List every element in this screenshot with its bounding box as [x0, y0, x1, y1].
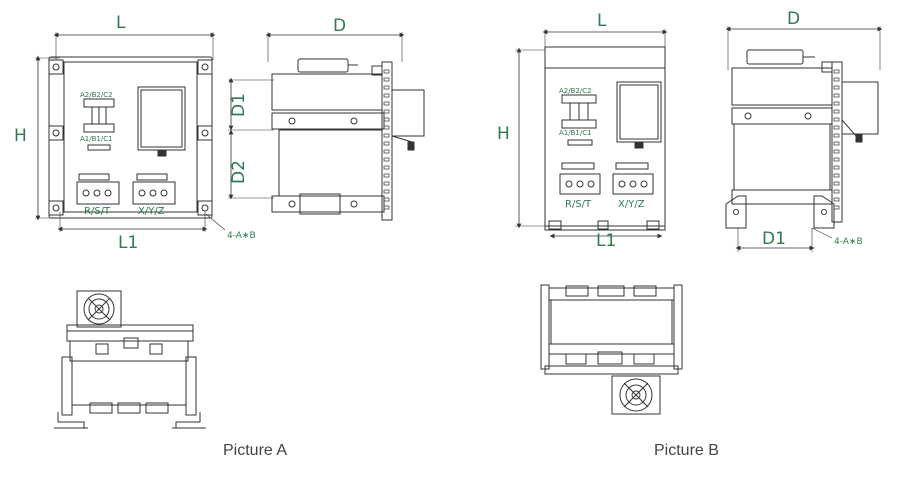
dim-d-label: D	[333, 16, 346, 36]
terminal-bottom-label: A1/B1/C1	[80, 135, 113, 143]
picture-a-side-labels: D D1 D2	[229, 16, 346, 184]
dim-h-label-b: H	[497, 124, 510, 144]
terminal-top-label-b: A2/B2/C2	[559, 87, 592, 95]
output-terminal-label-b: X/Y/Z	[618, 199, 645, 210]
picture-b-side-view	[725, 26, 883, 252]
dim-d1-label-b: D1	[762, 229, 786, 249]
picture-a-side-perforations	[383, 69, 390, 210]
picture-b-caption: Picture B	[654, 442, 719, 459]
dim-l-label-b: L	[597, 11, 607, 31]
picture-b-top-view	[540, 284, 683, 415]
dim-h-label: H	[14, 126, 27, 146]
terminal-bottom-label-b: A1/B1/C1	[559, 129, 592, 137]
input-terminal-label-b: R/S/T	[565, 199, 592, 210]
terminal-top-label: A2/B2/C2	[80, 91, 113, 99]
dim-d1-label: D1	[229, 93, 249, 117]
input-terminal-label: R/S/T	[84, 206, 111, 217]
dim-l-label: L	[116, 13, 126, 33]
picture-b-front-labels: L H L1 A2/B2/C2 A1/B1/C1 R/S/T X/Y/Z	[497, 11, 645, 251]
picture-b-side-labels: D D1 4-A∗B	[762, 9, 863, 249]
dim-d2-label: D2	[229, 160, 249, 184]
picture-b-front-view	[515, 29, 668, 239]
output-terminal-label: X/Y/Z	[138, 206, 165, 217]
dim-l1-label-b: L1	[596, 231, 616, 251]
picture-b-side-perforations	[833, 69, 840, 210]
picture-a-front-labels: L H L1 4-A∗B A2/B2/C2 A1/B1/C1 R/S/T X/Y…	[14, 13, 256, 253]
dim-d-label-b: D	[787, 9, 800, 29]
picture-a-top-view	[54, 290, 206, 429]
picture-a-front-view	[35, 32, 226, 232]
mount-note-label: 4-A∗B	[227, 231, 256, 241]
picture-a-caption: Picture A	[223, 442, 287, 459]
dim-l1-label: L1	[118, 233, 138, 253]
picture-a-side-view	[228, 32, 425, 221]
mount-note-label-b: 4-A∗B	[834, 237, 863, 247]
